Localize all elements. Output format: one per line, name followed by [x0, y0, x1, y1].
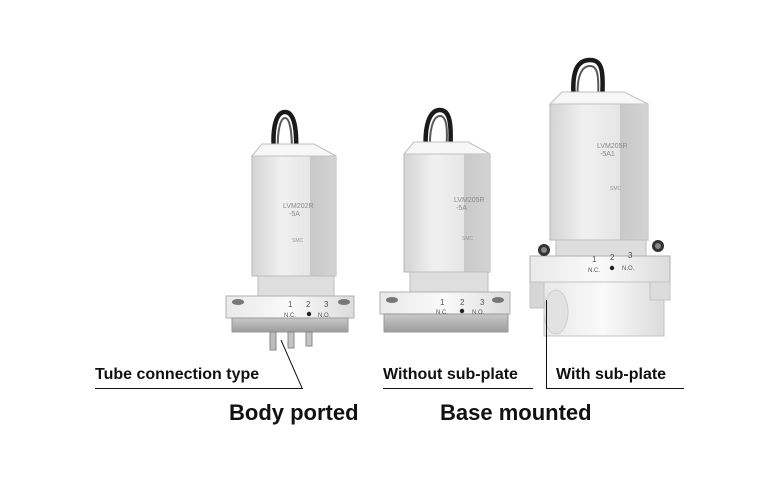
caption-underline [546, 388, 684, 389]
mount-hole-icon [386, 297, 398, 303]
lead-wire-icon [571, 57, 605, 101]
leader-line [280, 339, 303, 389]
valve-model-label: LVM202R [283, 203, 314, 210]
port-number: 3 [480, 298, 485, 307]
port-number: 1 [288, 300, 293, 309]
tube-fitting [287, 331, 295, 349]
mounting-flange [225, 295, 355, 319]
brand-mark: SMC [610, 186, 622, 192]
mount-hole-icon [492, 297, 504, 303]
mount-hole-icon [338, 299, 350, 305]
port-number: 3 [324, 300, 329, 309]
tube-fitting [269, 331, 277, 351]
lead-wire-icon [423, 107, 453, 153]
group-title-body-ported: Body ported [229, 400, 359, 425]
valve-body-ported: LVM202R -5A SMC 1 2 3 N.C. N.O. [225, 109, 355, 351]
caption-divider [546, 300, 547, 388]
group-title-base-mounted: Base mounted [440, 400, 592, 425]
caption-underline [383, 388, 533, 389]
port-number: 2 [610, 253, 615, 262]
valve-model-label: LVM205R [597, 143, 628, 150]
mounting-flange [529, 255, 671, 283]
caption-with-sub-plate: With sub-plate [556, 366, 667, 383]
port-name: N.C. [284, 313, 296, 319]
port-number: 1 [592, 255, 597, 264]
port-name: N.O. [472, 310, 485, 316]
valve-with-sub-plate: LVM205R -5A1 SMC 1 2 3 N.C. N.O. [529, 57, 671, 337]
valve-model-suffix: -5A [289, 211, 300, 218]
caption-without-sub-plate: Without sub-plate [383, 366, 518, 383]
mounting-flange [379, 291, 511, 315]
caption-tube-connection: Tube connection type [95, 366, 260, 383]
port-number: 2 [306, 300, 311, 309]
valve-without-sub-plate: LVM205R -5A SMC 1 2 3 N.C. N.O. [379, 107, 511, 333]
brand-mark: SMC [292, 238, 304, 244]
port-name: N.C. [436, 310, 448, 316]
port-number: 1 [440, 298, 445, 307]
brand-mark: SMC [462, 236, 474, 242]
port-number: 3 [628, 251, 633, 260]
port-name: N.O. [622, 266, 635, 272]
valve-model-label: LVM205R [454, 197, 485, 204]
port-name: N.O. [318, 313, 331, 319]
port-number: 2 [460, 298, 465, 307]
valve-model-suffix: -5A1 [600, 151, 615, 158]
lead-wire-icon [271, 109, 299, 153]
port-name: N.C. [588, 268, 600, 274]
tube-fitting [305, 331, 313, 347]
caption-underline [95, 388, 303, 389]
mount-hole-icon [232, 299, 244, 305]
valve-model-suffix: -5A [456, 205, 467, 212]
